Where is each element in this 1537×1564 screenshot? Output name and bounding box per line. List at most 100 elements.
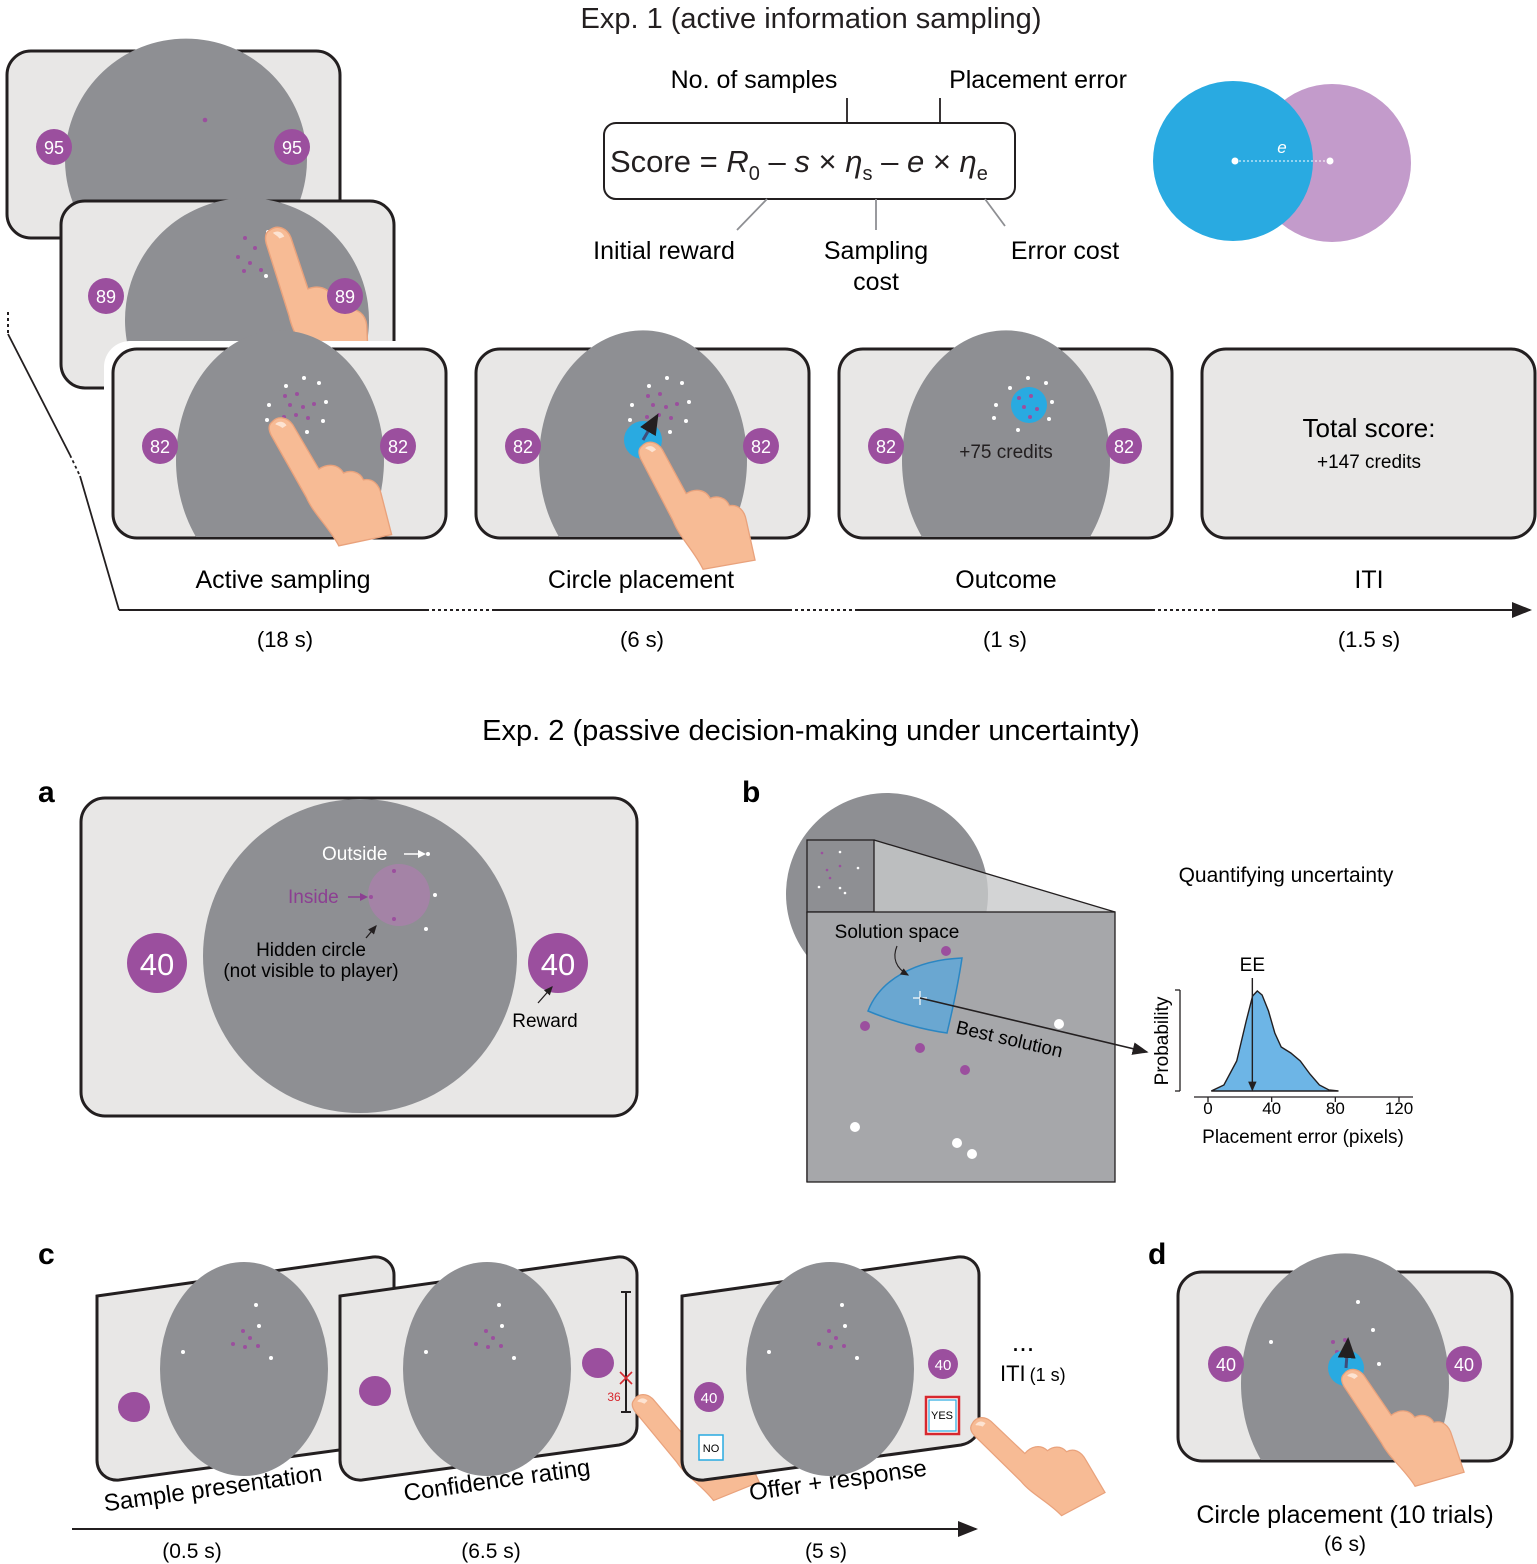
exp1-timeline [7,312,1532,618]
panel-letter-d: d [1148,1238,1166,1271]
phase-label: Circle placement [548,566,734,594]
exp2-title: Exp. 2 (passive decision-making under un… [482,715,1140,747]
score-formula: No. of samples Placement error Score = R… [593,66,1127,296]
score-value: 40 [140,947,174,982]
stack-screen-back: 95 95 [5,38,342,240]
panel-letter-c: c [38,1238,55,1271]
x-tick-label: 40 [1262,1099,1281,1118]
label-sampling-cost-line2: cost [853,268,899,296]
score-value: 40 [1454,1355,1474,1375]
score-badge [528,933,588,993]
circle-placement-trials-label: Circle placement (10 trials) [1196,1501,1493,1529]
phase-label: ITI [1354,566,1383,594]
screen-active-sampling: 82 82 [111,330,448,556]
no-button[interactable] [698,1434,724,1461]
score-value: 40 [541,947,575,982]
outcome-credits: +75 credits [959,442,1052,463]
hidden-circle-note: (not visible to player) [223,961,398,982]
y-axis-label: Probability [1152,996,1173,1085]
score-badge [1208,1346,1244,1382]
uncertainty-density-chart: EE 0 40 80 120 Probability Placement error … [1152,955,1413,1148]
x-tick-label: 0 [1203,1099,1212,1118]
score-badge [868,428,904,464]
iti-label: ITI(1 s) [1000,1361,1066,1386]
panel-b: Solution space Best solution Quantifying… [786,793,1394,1183]
circle-placement-duration: (6 s) [1324,1533,1366,1556]
label-error-cost: Error cost [1011,237,1119,265]
score-value: 95 [44,138,64,158]
score-value: 89 [96,287,116,307]
phase-duration: (6 s) [620,627,664,652]
score-value: 82 [751,437,771,457]
no-button-label: NO [703,1443,720,1455]
phase-label: Outcome [955,566,1056,594]
score-badge [694,1382,724,1412]
phase-label: Active sampling [195,566,370,594]
yes-button-label: YES [931,1410,953,1422]
score-value: 82 [388,437,408,457]
phase-duration: (1 s) [983,627,1027,652]
score-badge [505,428,541,464]
score-badge [1106,428,1142,464]
total-score-value: +147 credits [1317,452,1421,473]
quantifying-uncertainty-label: Quantifying uncertainty [1179,864,1394,887]
score-badge [88,278,124,314]
exp1-title: Exp. 1 (active information sampling) [581,3,1042,35]
score-badge [127,933,187,993]
phase-duration: (5 s) [805,1540,847,1563]
score-value: 95 [282,138,302,158]
score-value: 82 [513,437,533,457]
x-tick-label: 120 [1385,1099,1413,1118]
score-value: 89 [335,287,355,307]
error-venn-diagram: e [1153,81,1411,242]
score-badge [142,428,178,464]
c-screen-confidence-rating: 36 [338,1255,760,1517]
score-badge [36,129,72,165]
venn-e-label: e [1277,138,1286,157]
panel-a: Outside Inside Hidden circle (not visibl… [79,796,639,1118]
iti-ellipsis: ... [1012,1327,1035,1357]
x-tick-label: 80 [1326,1099,1345,1118]
score-value: 40 [935,1357,952,1374]
label-initial-reward: Initial reward [593,237,735,265]
screen-iti: Total score: +147 credits [1200,347,1537,540]
x-axis-label: Placement error (pixels) [1202,1127,1404,1148]
confidence-value: 36 [607,1390,621,1404]
ee-label: EE [1240,955,1265,976]
score-badge [928,1349,958,1379]
label-no-samples: No. of samples [671,66,838,94]
panel-letter-a: a [38,776,55,809]
phase-duration: (1.5 s) [1338,627,1400,652]
score-value: 82 [876,437,896,457]
c-screen-offer-response: 40 40 NO YES [680,1255,1106,1536]
score-value: 82 [1114,437,1134,457]
phase-duration: (0.5 s) [162,1540,222,1563]
reward-label: Reward [512,1011,577,1032]
density-curve [1210,990,1339,1092]
label-placement-error: Placement error [949,66,1127,94]
label-sampling-cost-line1: Sampling [824,237,928,265]
phase-duration: (6.5 s) [461,1540,521,1563]
score-badge [274,129,310,165]
score-badge [327,278,363,314]
solution-space-label: Solution space [835,922,960,943]
c-screen-sample-presentation [95,1255,396,1482]
score-badge [1446,1346,1482,1382]
score-badge [743,428,779,464]
screen-circle-placement: 82 82 [474,330,811,578]
hidden-circle-label: Hidden circle [256,940,366,961]
yes-button[interactable] [924,1395,961,1436]
phase-duration: (18 s) [257,627,313,652]
screen-outcome: +75 credits 82 82 [837,330,1174,540]
score-badge [380,428,416,464]
inside-label: Inside [288,887,339,908]
panel-d: 40 40 [1176,1253,1514,1499]
score-value: 40 [701,1390,718,1407]
outside-label: Outside [322,844,387,865]
score-value: 82 [150,437,170,457]
score-value: 40 [1216,1355,1236,1375]
total-score-title: Total score: [1303,413,1436,443]
formula-text: Score = R0 – s × ηs – e × ηe [610,144,988,185]
panel-letter-b: b [742,776,760,809]
